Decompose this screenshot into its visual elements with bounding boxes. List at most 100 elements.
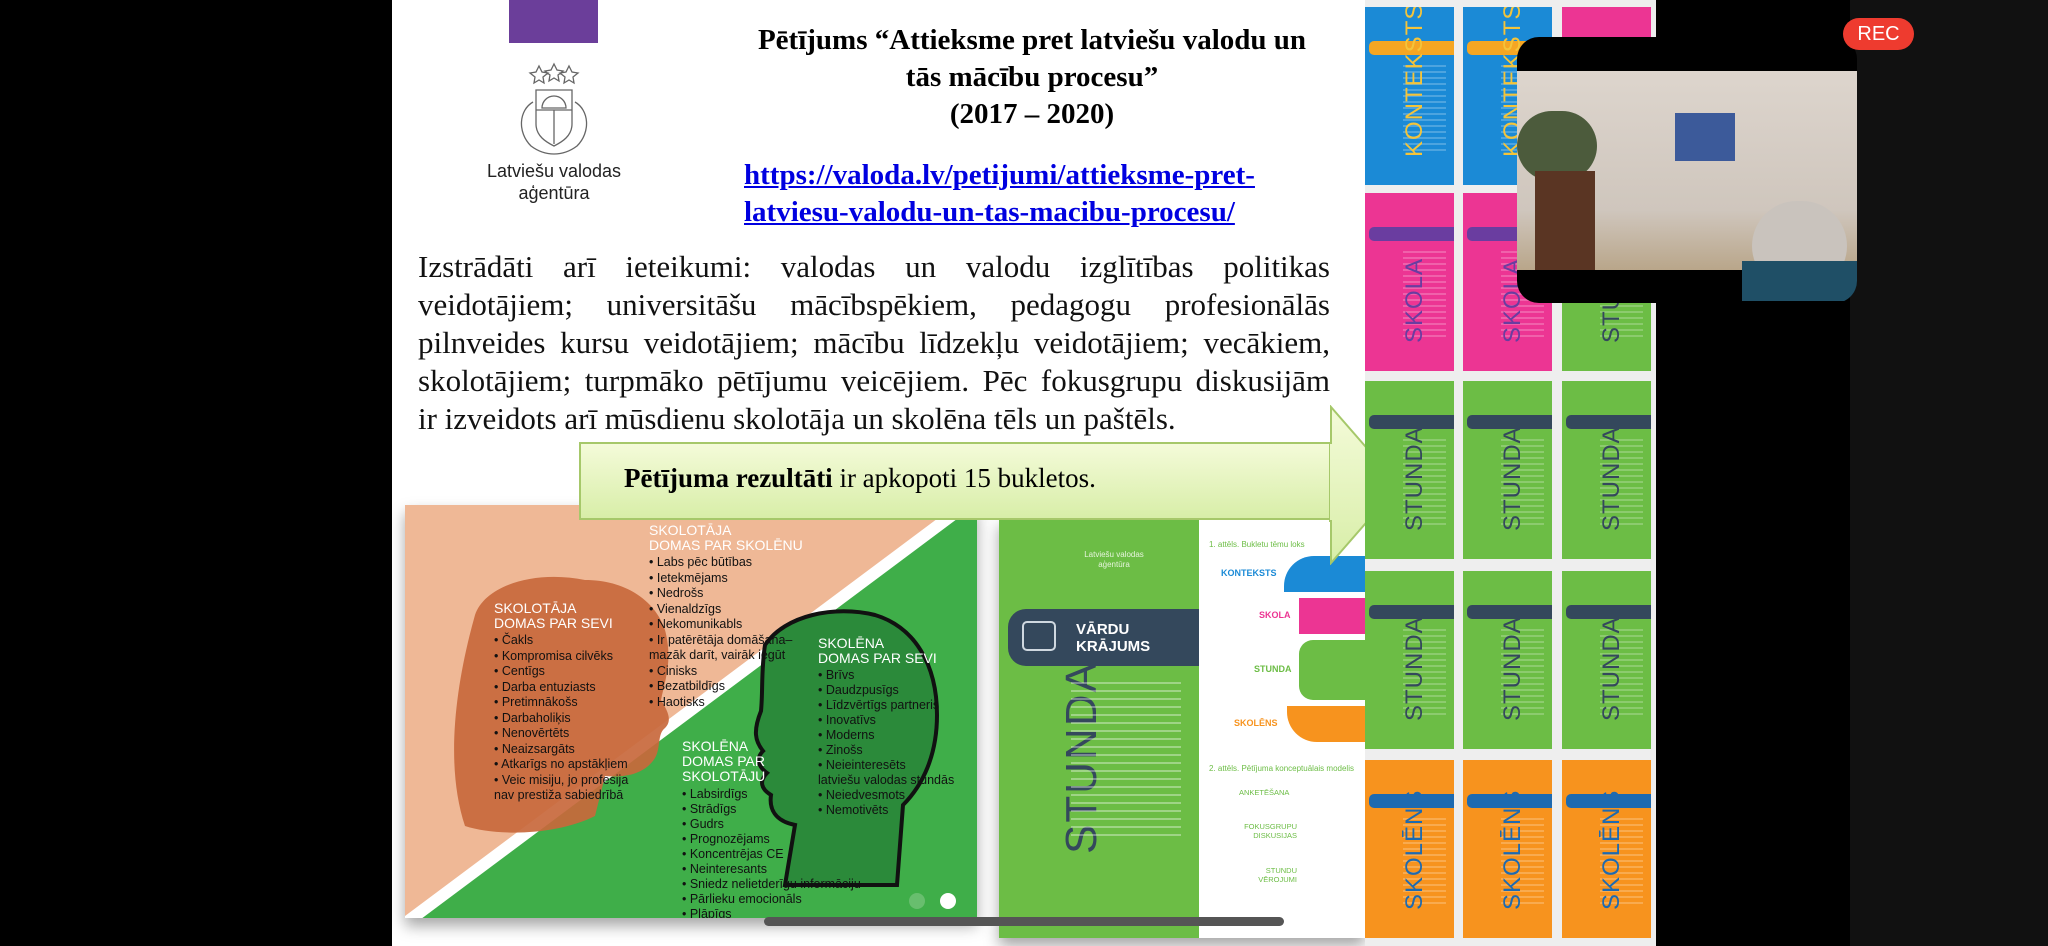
booklet-text	[1600, 818, 1643, 908]
booklet-grid: KONTEKSTSKONTEKSTSSKOLASKOLASKOLASTUNDAS…	[1365, 0, 1656, 946]
list-item: • Darba entuziasts	[494, 679, 596, 694]
title-line: tās mācību procesu”	[905, 61, 1159, 93]
list-item: nav prestiža sabiedrībā	[494, 788, 624, 802]
link-line[interactable]: https://valoda.lv/petijumi/attieksme-pre…	[744, 159, 1255, 191]
heading-line: DOMAS PAR	[682, 753, 765, 769]
link-line[interactable]: latviesu-valodu-un-tas-macibu-procesu/	[744, 196, 1235, 228]
paragraph-line: veidotājiem; universitāšu mācībspēkiem, …	[418, 287, 1330, 322]
booklet-thumbnail[interactable]: SKOLĒNS	[1463, 760, 1552, 938]
paragraph-line: pilnveides kursu veidotājiem; mācību līd…	[418, 325, 1330, 360]
list-item: • Darbaholiķis	[494, 710, 571, 725]
booklet-text	[1403, 818, 1446, 908]
booklet-body-text	[1071, 682, 1181, 842]
list-item: • Neiedvesmots	[818, 788, 906, 802]
booklet-band	[1467, 605, 1552, 619]
booklet-band	[1467, 415, 1552, 429]
list-item: • Neinteresants	[682, 862, 767, 876]
callout-arrow-body	[579, 442, 1331, 520]
booklet-thumbnail[interactable]: STUNDA	[1562, 381, 1651, 559]
list-item: • Pārlieku emocionāls	[682, 892, 802, 906]
list-item: • Bezatbildīgs	[649, 679, 725, 693]
list-item: • Kompromisa cilvēks	[494, 648, 613, 663]
booklet-band	[1369, 41, 1454, 55]
callout-rest: ir apkopoti 15 bukletos.	[832, 463, 1096, 493]
booklet-band	[1566, 415, 1651, 429]
booklet-band	[1369, 605, 1454, 619]
booklet-thumbnail[interactable]: STUNDA	[1562, 571, 1651, 749]
figure-caption: 1. attēls. Bukletu tēmu loks	[1209, 540, 1305, 549]
list-item: latviešu valodas stundās	[818, 773, 955, 787]
booklet-band	[1369, 794, 1454, 808]
list-item: • Vienaldzīgs	[649, 601, 722, 616]
list-item: • Cinisks	[649, 663, 698, 678]
heading-line: DOMAS PAR SKOLĒNU	[649, 537, 803, 553]
booklet-text	[1501, 629, 1544, 719]
method-label: FOKUSGRUPU DISKUSIJAS	[1244, 822, 1297, 840]
booklet-band	[1566, 794, 1651, 808]
booklet-band	[1566, 605, 1651, 619]
list-student-about-self: • Brīvs• Daudzpusīgs• Līdzvērtīgs partne…	[818, 668, 954, 818]
list-item: • Labs pēc būtības	[649, 555, 753, 569]
booklet-thumbnail[interactable]: SKOLĒNS	[1562, 760, 1651, 938]
list-item: • Nemotivēts	[818, 803, 889, 817]
booklet-thumbnail[interactable]: SKOLĒNS	[1365, 760, 1454, 938]
booklet-text	[1501, 818, 1544, 908]
list-item: • Veic misiju, jo profesija	[494, 772, 629, 787]
booklet-text	[1501, 439, 1544, 529]
study-link[interactable]: https://valoda.lv/petijumi/attieksme-pre…	[744, 157, 1344, 231]
booklet-label: KONTEKSTS	[1401, 7, 1428, 157]
latvia-coat-of-arms-icon	[520, 62, 588, 155]
heading-line: SKOLĒNA	[682, 738, 749, 754]
booklet-band	[1467, 794, 1552, 808]
list-item: • Strādīgs	[682, 802, 737, 816]
participant-video	[1517, 71, 1857, 301]
booklet-thumbnail[interactable]: STUNDA	[1365, 381, 1454, 559]
booklet-text	[1403, 629, 1446, 719]
agency-line: Latviešu valodas	[1084, 550, 1144, 559]
list-item: • Neieinteresēts	[818, 758, 906, 772]
list-item: • Haotisks	[649, 694, 705, 709]
figure-caption: 2. attēls. Pētījuma konceptuālais modeli…	[1209, 764, 1354, 773]
agency-name: Latviešu valodas aģentūra	[464, 160, 644, 204]
horizontal-scrollbar[interactable]	[764, 917, 1284, 926]
paragraph-line: ir izveidots arī mūsdienu skolotāja un s…	[418, 401, 1176, 436]
carousel-dot	[909, 893, 925, 909]
book-chat-icon	[1022, 621, 1056, 651]
list-item: • Pretimnākošs	[494, 695, 578, 709]
list-item: mazāk darīt, vairāk iegūt	[649, 648, 786, 662]
booklet-thumbnail[interactable]: STUNDA	[1463, 381, 1552, 559]
recommendations-paragraph: Izstrādāti arī ieteikumi: valodas un val…	[418, 248, 1330, 438]
list-item: • Labsirdīgs	[682, 787, 748, 801]
booklet-thumbnail[interactable]: KONTEKSTS	[1365, 7, 1454, 185]
paragraph-line: skolotājiem; turpmāko pētījumu veicējiem…	[418, 363, 1330, 398]
list-item: • Pļāpīgs	[682, 907, 732, 918]
list-item: • Koncentrējas CE	[682, 847, 784, 861]
list-item: • Zinošs	[818, 743, 863, 757]
heading-line: DOMAS PAR SEVI	[818, 650, 937, 666]
list-item: • Daudzpusīgs	[818, 683, 899, 697]
booklet-thumbnail[interactable]: STUNDA	[1463, 571, 1552, 749]
list-item: • Ietekmējams	[649, 570, 728, 585]
webcam-video[interactable]	[1517, 37, 1857, 303]
callout-text: Pētījuma rezultāti ir apkopoti 15 buklet…	[624, 463, 1096, 494]
booklet-label: STUNDA	[1401, 616, 1428, 721]
category-label: SKOLĒNS	[1234, 718, 1278, 728]
booklet-label: STUNDA	[1598, 426, 1625, 531]
method-label: STUNDU VĒROJUMI	[1258, 866, 1297, 884]
category-label: STUNDA	[1254, 664, 1292, 674]
booklet-label: STUNDA	[1598, 616, 1625, 721]
callout-bold: Pētījuma rezultāti	[624, 463, 833, 493]
booklet-thumbnail[interactable]: SKOLA	[1365, 193, 1454, 371]
carousel-dot-active	[940, 893, 956, 909]
list-item: • Čakls	[494, 633, 534, 647]
booklet-thumbnail[interactable]: STUNDA	[1365, 571, 1454, 749]
agency-line: aģentūra	[1098, 560, 1130, 569]
booklet-label: SKOLĒNS	[1401, 789, 1428, 910]
